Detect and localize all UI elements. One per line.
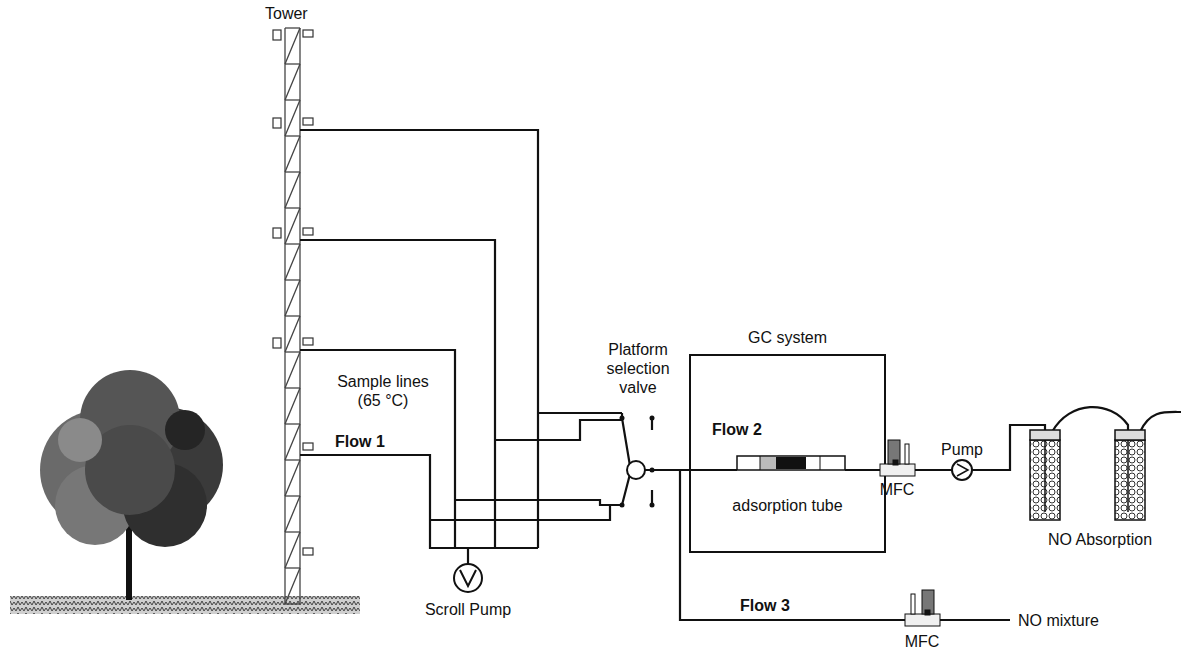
adsorption-tube: adsorption tube (720, 455, 855, 515)
tower-strut (285, 316, 300, 352)
tower-strut (285, 352, 300, 388)
tower-lattice (285, 28, 300, 604)
tree (40, 370, 223, 600)
tower-strut (285, 460, 300, 496)
tower-strut (285, 531, 300, 532)
tower-strut (285, 424, 300, 460)
part-label: MFC (905, 632, 940, 651)
tower-strut (285, 100, 300, 136)
tube-body (720, 455, 855, 471)
tower-strut (285, 351, 300, 352)
tower-strut (285, 135, 300, 136)
part-label: Flow 1 (335, 432, 385, 451)
part-label: Flow 2 (712, 420, 762, 439)
valve (620, 416, 655, 508)
tower-strut (285, 28, 300, 64)
box-heading: GC system (690, 329, 885, 347)
tower-strut (285, 567, 300, 568)
tower-strut (285, 27, 300, 28)
tower-strut (285, 279, 300, 280)
part-label: Sample lines (65 °C) (328, 372, 438, 410)
scroll-pump-symbol (454, 564, 482, 592)
tower-strut (285, 207, 300, 208)
tower-strut (285, 244, 300, 280)
tower-strut (285, 603, 300, 604)
gc-system-box: GC systemadsorption tube (690, 355, 885, 552)
tower-strut (285, 496, 300, 532)
mfc-symbol (880, 440, 915, 476)
tower-strut (285, 387, 300, 388)
tower-strut (285, 532, 300, 568)
tower-strut (285, 136, 300, 172)
ground (10, 596, 360, 614)
pump-symbol (952, 460, 972, 480)
tower-strut (285, 495, 300, 496)
tower-strut (285, 171, 300, 172)
tower-strut (285, 64, 300, 100)
part-label: Platform selection valve (593, 340, 683, 397)
part-label: MFC (880, 480, 915, 499)
tower-strut (285, 280, 300, 316)
part-label: Scroll Pump (425, 600, 511, 619)
part-label: Pump (941, 440, 983, 459)
tower-strut (285, 172, 300, 208)
tower-strut (285, 388, 300, 424)
gc-box-outline (690, 355, 885, 552)
tower-strut (285, 423, 300, 424)
part-label: Flow 3 (740, 596, 790, 615)
tower-strut (285, 99, 300, 100)
sample-lines (300, 130, 652, 564)
part-label: NO mixture (1018, 611, 1099, 630)
tower-strut (285, 315, 300, 316)
tower-strut (285, 208, 300, 244)
part-label: NO Absorption (1048, 530, 1152, 549)
mfc-symbol (905, 590, 940, 626)
part-label: Tower (265, 4, 308, 23)
absorption-bottles (1030, 430, 1145, 520)
flow-lines (645, 407, 1181, 620)
tower-strut (285, 568, 300, 604)
tower-strut (285, 243, 300, 244)
tower-instruments (273, 30, 313, 555)
tower-strut (285, 63, 300, 64)
tower-strut (285, 459, 300, 460)
tube-label: adsorption tube (720, 497, 855, 515)
